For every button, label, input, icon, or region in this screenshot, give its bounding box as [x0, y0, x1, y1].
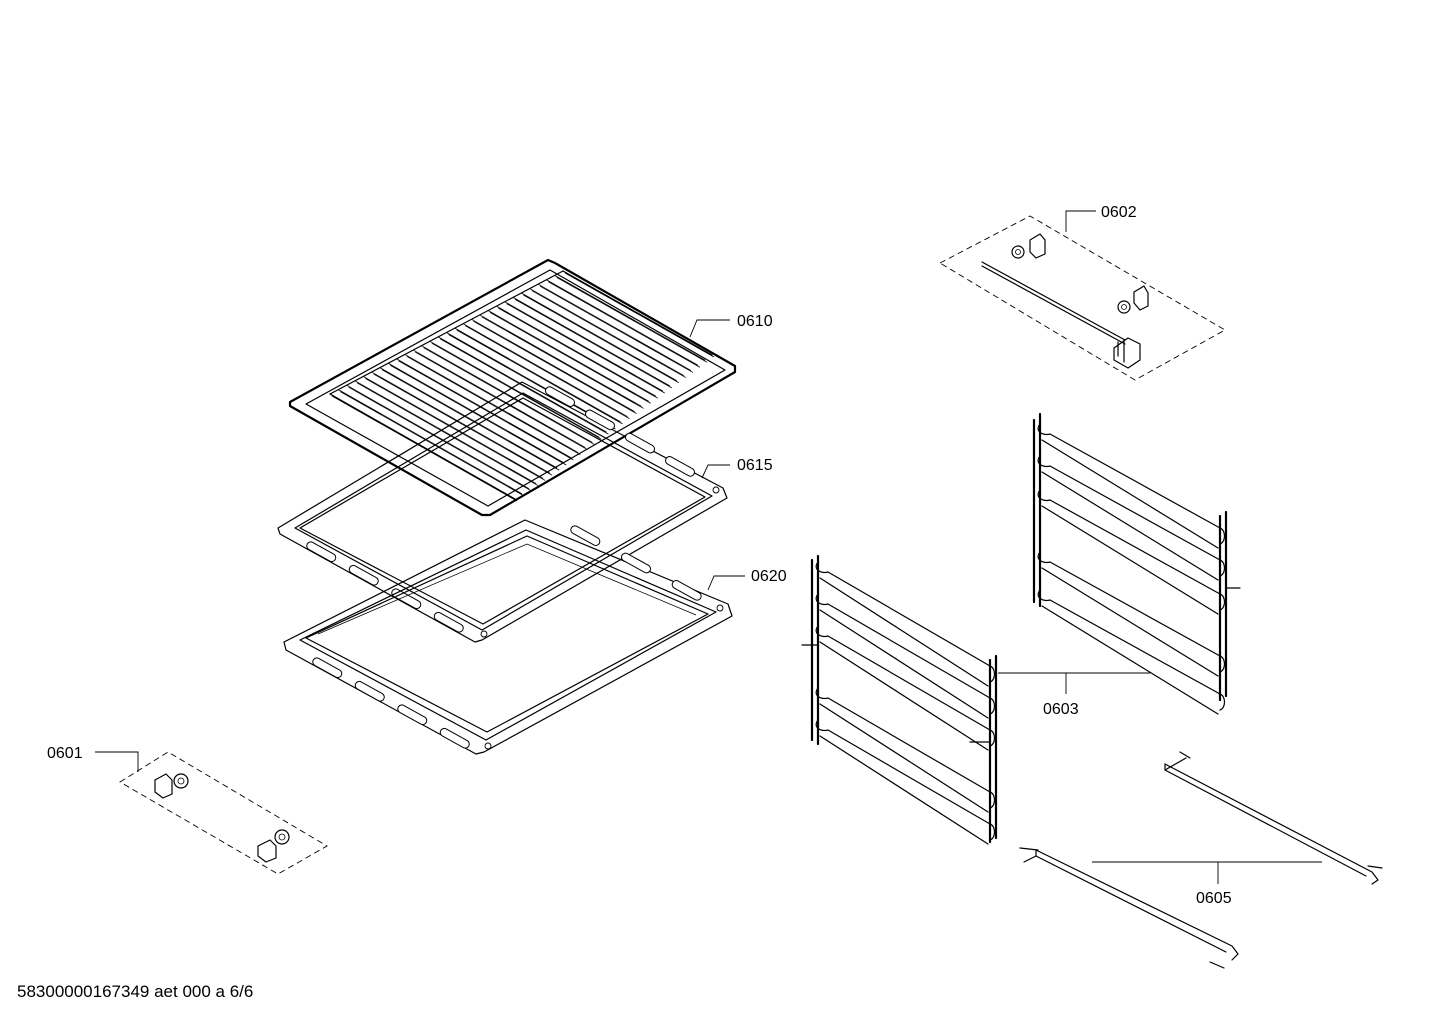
bracket-set-0601[interactable] — [119, 751, 328, 875]
rod-set-0602[interactable] — [939, 215, 1226, 381]
label-0605: 0605 — [1196, 890, 1232, 907]
side-rail-right-0603[interactable] — [1032, 412, 1241, 715]
leader-0603 — [998, 672, 1150, 694]
leader-0610 — [689, 319, 730, 338]
side-rail-left-0603[interactable] — [801, 554, 998, 845]
label-0601: 0601 — [47, 745, 83, 762]
label-0602: 0602 — [1101, 204, 1137, 221]
runner-upper-0605[interactable] — [1164, 751, 1383, 885]
runner-lower-0605[interactable] — [1019, 847, 1239, 969]
baking-tray-0615[interactable] — [277, 381, 728, 643]
label-0615: 0615 — [737, 457, 773, 474]
wire-shelf-0610[interactable] — [288, 258, 737, 517]
label-0620: 0620 — [751, 568, 787, 585]
label-0603: 0603 — [1043, 701, 1079, 718]
deep-tray-0620[interactable] — [283, 519, 733, 755]
leader-0602 — [1065, 210, 1096, 232]
leader-0601 — [95, 751, 139, 772]
leader-0620 — [707, 575, 745, 591]
leader-0605 — [1092, 861, 1322, 884]
label-0610: 0610 — [737, 313, 773, 330]
document-footer: 58300000167349 aet 000 a 6/6 — [17, 982, 253, 1001]
leader-0615 — [701, 464, 730, 479]
